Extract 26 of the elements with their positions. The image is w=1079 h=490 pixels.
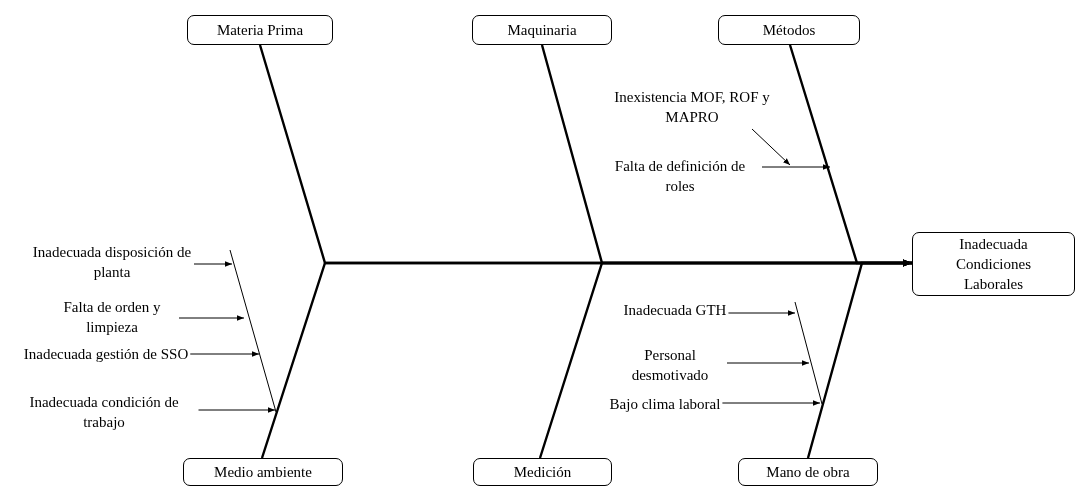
cause-text: Bajo clima laboral — [609, 394, 721, 414]
effect-box: Inadecuada Condiciones Laborales — [912, 232, 1075, 296]
arrow — [726, 360, 810, 366]
cause-text: Inadecuada condición de trabajo — [11, 392, 197, 432]
bone-arrow — [806, 259, 912, 459]
cause-text: Personal desmotivado — [615, 345, 725, 385]
cause-text: Inexistencia MOF, ROF y MAPRO — [612, 87, 772, 127]
arrow — [193, 261, 233, 267]
arrow — [761, 164, 831, 170]
category-box: Métodos — [718, 15, 860, 45]
cause-text: Falta de definición de roles — [600, 156, 760, 196]
arrow — [198, 407, 276, 413]
cause-text: Falta de orden y limpieza — [47, 297, 177, 337]
cause-text: Inadecuada GTH — [623, 300, 727, 320]
category-box: Medición — [473, 458, 612, 486]
arrow — [189, 351, 260, 357]
category-box: Medio ambiente — [183, 458, 343, 486]
arrow — [727, 310, 796, 316]
category-box: Materia Prima — [187, 15, 333, 45]
arrow — [178, 315, 245, 321]
category-box: Mano de obra — [738, 458, 878, 486]
arrow — [721, 400, 821, 406]
arrow — [751, 128, 791, 166]
cause-text: Inadecuada gestión de SSO — [23, 344, 189, 364]
cause-text: Inadecuada disposición de planta — [32, 242, 192, 282]
category-box: Maquinaria — [472, 15, 612, 45]
